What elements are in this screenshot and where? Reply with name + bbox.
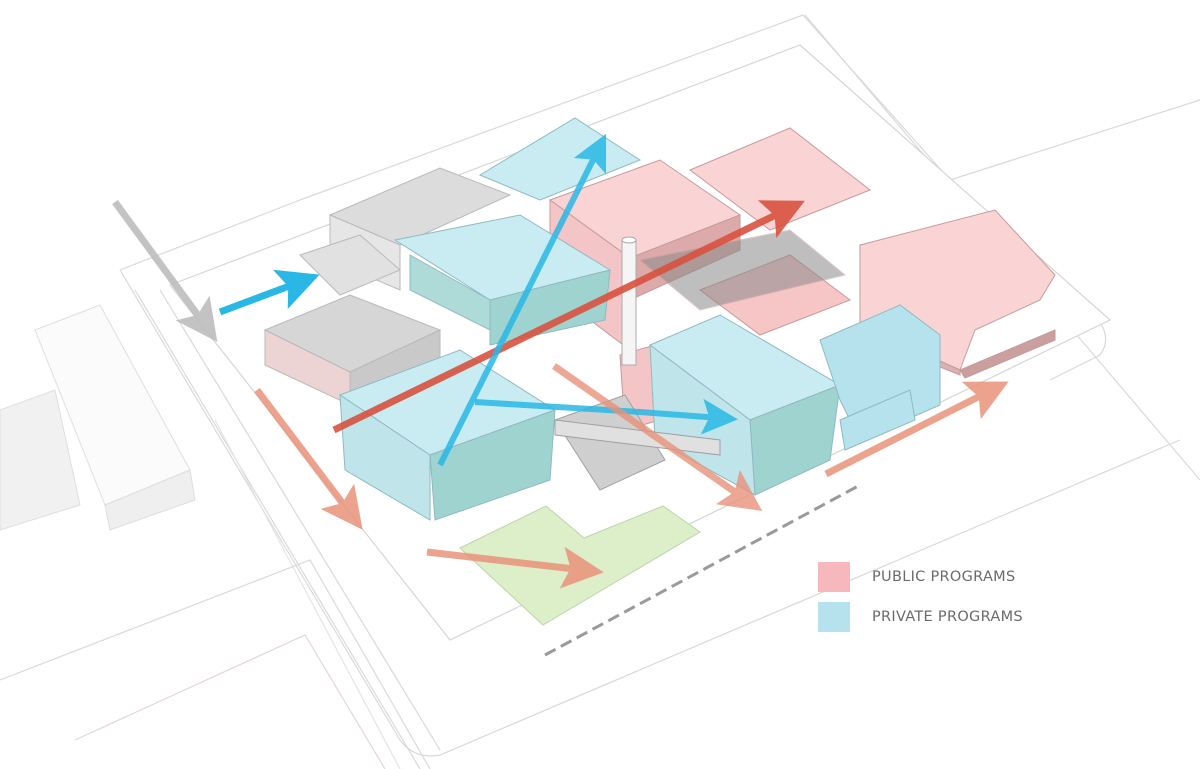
public-swatch <box>818 562 850 592</box>
entry-arrow <box>112 199 218 342</box>
private-swatch <box>818 602 850 632</box>
legend: PUBLIC PROGRAMS PRIVATE PROGRAMS <box>818 557 1023 637</box>
legend-item-private: PRIVATE PROGRAMS <box>818 597 1023 637</box>
private-branch-arrow <box>474 398 738 435</box>
chimney <box>621 236 637 366</box>
legend-label-private: PRIVATE PROGRAMS <box>872 609 1023 625</box>
legend-label-public: PUBLIC PROGRAMS <box>872 569 1016 585</box>
private-entry-arrow <box>218 269 320 316</box>
public-south-arrow <box>426 546 604 589</box>
existing-buildings <box>263 167 512 406</box>
public-central-arrow <box>551 363 763 512</box>
context-buildings <box>0 304 196 531</box>
private-vertical-arrow <box>437 133 607 467</box>
circulation-arrows <box>112 133 1009 589</box>
private-program-buildings <box>338 117 941 521</box>
public-west-arrow <box>254 387 363 530</box>
legend-item-public: PUBLIC PROGRAMS <box>818 557 1023 597</box>
public-east-arrow <box>824 381 1009 478</box>
main-axis-arrow <box>332 200 805 434</box>
